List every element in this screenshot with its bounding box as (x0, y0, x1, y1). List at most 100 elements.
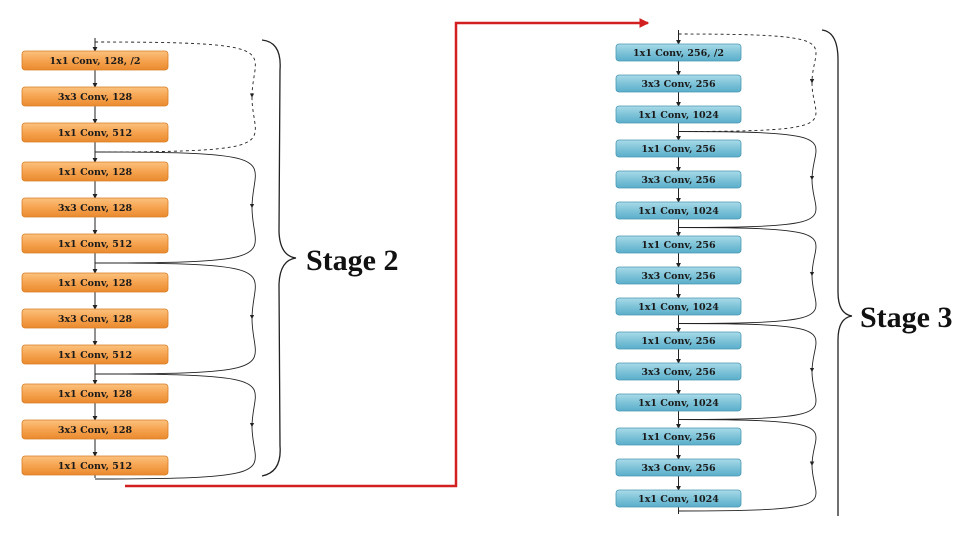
stage2-conv-layer-label: 3x3 Conv, 128 (58, 425, 133, 436)
stage2-identity-shortcut (94, 151, 256, 209)
stage2-conv-layer-box (21, 419, 169, 440)
stage-transition-arrow (125, 18, 650, 488)
stage2-conv-layer: 1x1 Conv, 128 (21, 383, 169, 404)
stage2-column: 1x1 Conv, 128, /2 3x3 Conv, 128 1x1 Conv, … (21, 38, 256, 480)
stage3-conv-layer-box (615, 393, 742, 412)
stage3-conv-layer: 3x3 Conv, 256 (615, 362, 742, 381)
stage2-conv-layer: 3x3 Conv, 128 (21, 308, 169, 329)
stage2-conv-layer-box (21, 308, 169, 329)
stage3-conv-layer: 1x1 Conv, 1024 (615, 393, 742, 412)
stage3-identity-shortcut (678, 131, 817, 181)
stage2-conv-layer: 1x1 Conv, 512 (21, 122, 169, 143)
stage3-conv-layer: 1x1 Conv, 256 (615, 331, 742, 350)
stage3-conv-layer-label: 3x3 Conv, 256 (641, 463, 716, 474)
stage2-conv-layer-label: 1x1 Conv, 512 (58, 461, 132, 472)
stage3-conv-layer-label: 1x1 Conv, 256 (641, 432, 716, 443)
stage3-projection-shortcut (678, 33, 817, 84)
stage3-conv-layer-box (615, 362, 742, 381)
stage2-conv-layer: 3x3 Conv, 128 (21, 86, 169, 107)
stage3-conv-layer-box (615, 458, 742, 477)
stage2-identity-shortcut-return (94, 318, 256, 375)
stage2-conv-layer-label: 1x1 Conv, 512 (58, 128, 132, 139)
stage2-conv-layer-box (21, 122, 169, 143)
stage3-conv-layer-label: 3x3 Conv, 256 (641, 271, 716, 282)
stage3-conv-layer-box (615, 489, 742, 508)
stage3-identity-shortcut (678, 227, 817, 277)
stage3-conv-layer: 1x1 Conv, 1024 (615, 201, 742, 220)
stage3-identity-shortcut-return (678, 179, 817, 228)
stage2-conv-layer-label: 1x1 Conv, 128, /2 (50, 56, 141, 67)
stage2-identity-shortcut-return (94, 207, 256, 264)
stage2-identity-shortcut-return (94, 426, 256, 480)
stage2-conv-layer-box (21, 383, 169, 404)
stage3-conv-layer-label: 1x1 Conv, 1024 (638, 206, 719, 217)
stage2-conv-layer-box (21, 272, 169, 293)
stage3-conv-layer: 1x1 Conv, 256, /2 (615, 43, 742, 62)
stage2-conv-layer-box (21, 50, 169, 71)
stage2-conv-layer: 1x1 Conv, 128 (21, 272, 169, 293)
stage3-conv-layer: 1x1 Conv, 256 (615, 139, 742, 158)
stage3-conv-layer: 1x1 Conv, 1024 (615, 105, 742, 124)
stage3-conv-layer-box (615, 201, 742, 220)
stage3-conv-layer: 3x3 Conv, 256 (615, 170, 742, 189)
stage2-conv-layer-box (21, 86, 169, 107)
stage3-conv-layer-box (615, 235, 742, 254)
stage3-conv-layer-label: 1x1 Conv, 256 (641, 144, 716, 155)
stage3-conv-layer: 1x1 Conv, 1024 (615, 297, 742, 316)
stage2-conv-layer-box (21, 161, 169, 182)
stage3-conv-layer-label: 1x1 Conv, 1024 (638, 110, 719, 121)
stage3-conv-layer-label: 3x3 Conv, 256 (641, 79, 716, 90)
stage2-conv-layer: 3x3 Conv, 128 (21, 419, 169, 440)
stage3-brace (821, 29, 853, 516)
stage3-conv-layer-box (615, 170, 742, 189)
stage3-identity-shortcut (678, 323, 817, 373)
stage3-conv-layer-label: 1x1 Conv, 1024 (638, 398, 719, 409)
stage3-identity-shortcut-return (678, 275, 817, 324)
stage3-conv-layer-label: 1x1 Conv, 1024 (638, 302, 719, 313)
stage3-conv-layer-box (615, 331, 742, 350)
stage2-identity-shortcut (94, 262, 256, 320)
stage2-conv-layer: 1x1 Conv, 128, /2 (21, 50, 169, 71)
stage3-conv-layer: 3x3 Conv, 256 (615, 458, 742, 477)
stage2-conv-layer-box (21, 197, 169, 218)
stage3-identity-shortcut-return (678, 465, 817, 512)
stage2-conv-layer-label: 1x1 Conv, 128 (58, 278, 133, 289)
stage2-conv-layer-box (21, 455, 169, 476)
stage3-identity-shortcut (678, 419, 817, 466)
stage3-conv-layer-box (615, 427, 742, 446)
stage2-conv-layer-box (21, 233, 169, 254)
stage2-conv-layer-label: 3x3 Conv, 128 (58, 92, 133, 103)
stage3-conv-layer: 3x3 Conv, 256 (615, 266, 742, 285)
stage2-conv-layer-label: 3x3 Conv, 128 (58, 203, 133, 214)
stage2-conv-layer: 1x1 Conv, 512 (21, 344, 169, 365)
stage2-conv-layer-label: 1x1 Conv, 512 (58, 239, 132, 250)
stage3-conv-layer: 1x1 Conv, 256 (615, 427, 742, 446)
stage3-conv-layer-label: 1x1 Conv, 256, /2 (633, 48, 724, 59)
stage3-identity-shortcut-return (678, 371, 817, 420)
stage2-conv-layer: 1x1 Conv, 512 (21, 233, 169, 254)
stage2-conv-layer-label: 1x1 Conv, 512 (58, 350, 132, 361)
stage3-conv-layer: 1x1 Conv, 256 (615, 235, 742, 254)
stage3-conv-layer-label: 1x1 Conv, 1024 (638, 494, 719, 505)
stage3-column: 1x1 Conv, 256, /2 3x3 Conv, 256 1x1 Conv, … (615, 30, 817, 514)
stage2-conv-layer-label: 1x1 Conv, 128 (58, 389, 133, 400)
stage2-conv-layer-label: 3x3 Conv, 128 (58, 314, 133, 325)
stage3-projection-shortcut-return (678, 82, 817, 132)
stage2-conv-layer-box (21, 344, 169, 365)
stage3-conv-layer-label: 3x3 Conv, 256 (641, 367, 716, 378)
stage3-conv-layer-box (615, 74, 742, 93)
stage2-conv-layer: 1x1 Conv, 128 (21, 161, 169, 182)
stage2-brace (261, 39, 297, 477)
stage3-conv-layer-box (615, 43, 742, 62)
stage3-conv-layer-box (615, 105, 742, 124)
stage3-conv-layer-box (615, 266, 742, 285)
stage2-conv-layer: 1x1 Conv, 512 (21, 455, 169, 476)
stage3-conv-layer-label: 1x1 Conv, 256 (641, 240, 716, 251)
stage3-conv-layer-box (615, 297, 742, 316)
stage3-conv-layer-label: 3x3 Conv, 256 (641, 175, 716, 186)
stage2-identity-shortcut (94, 373, 256, 428)
stage2-projection-shortcut-return (94, 96, 256, 153)
stage3-label: Stage 3 (860, 301, 953, 334)
stage2-conv-layer-label: 1x1 Conv, 128 (58, 167, 133, 178)
